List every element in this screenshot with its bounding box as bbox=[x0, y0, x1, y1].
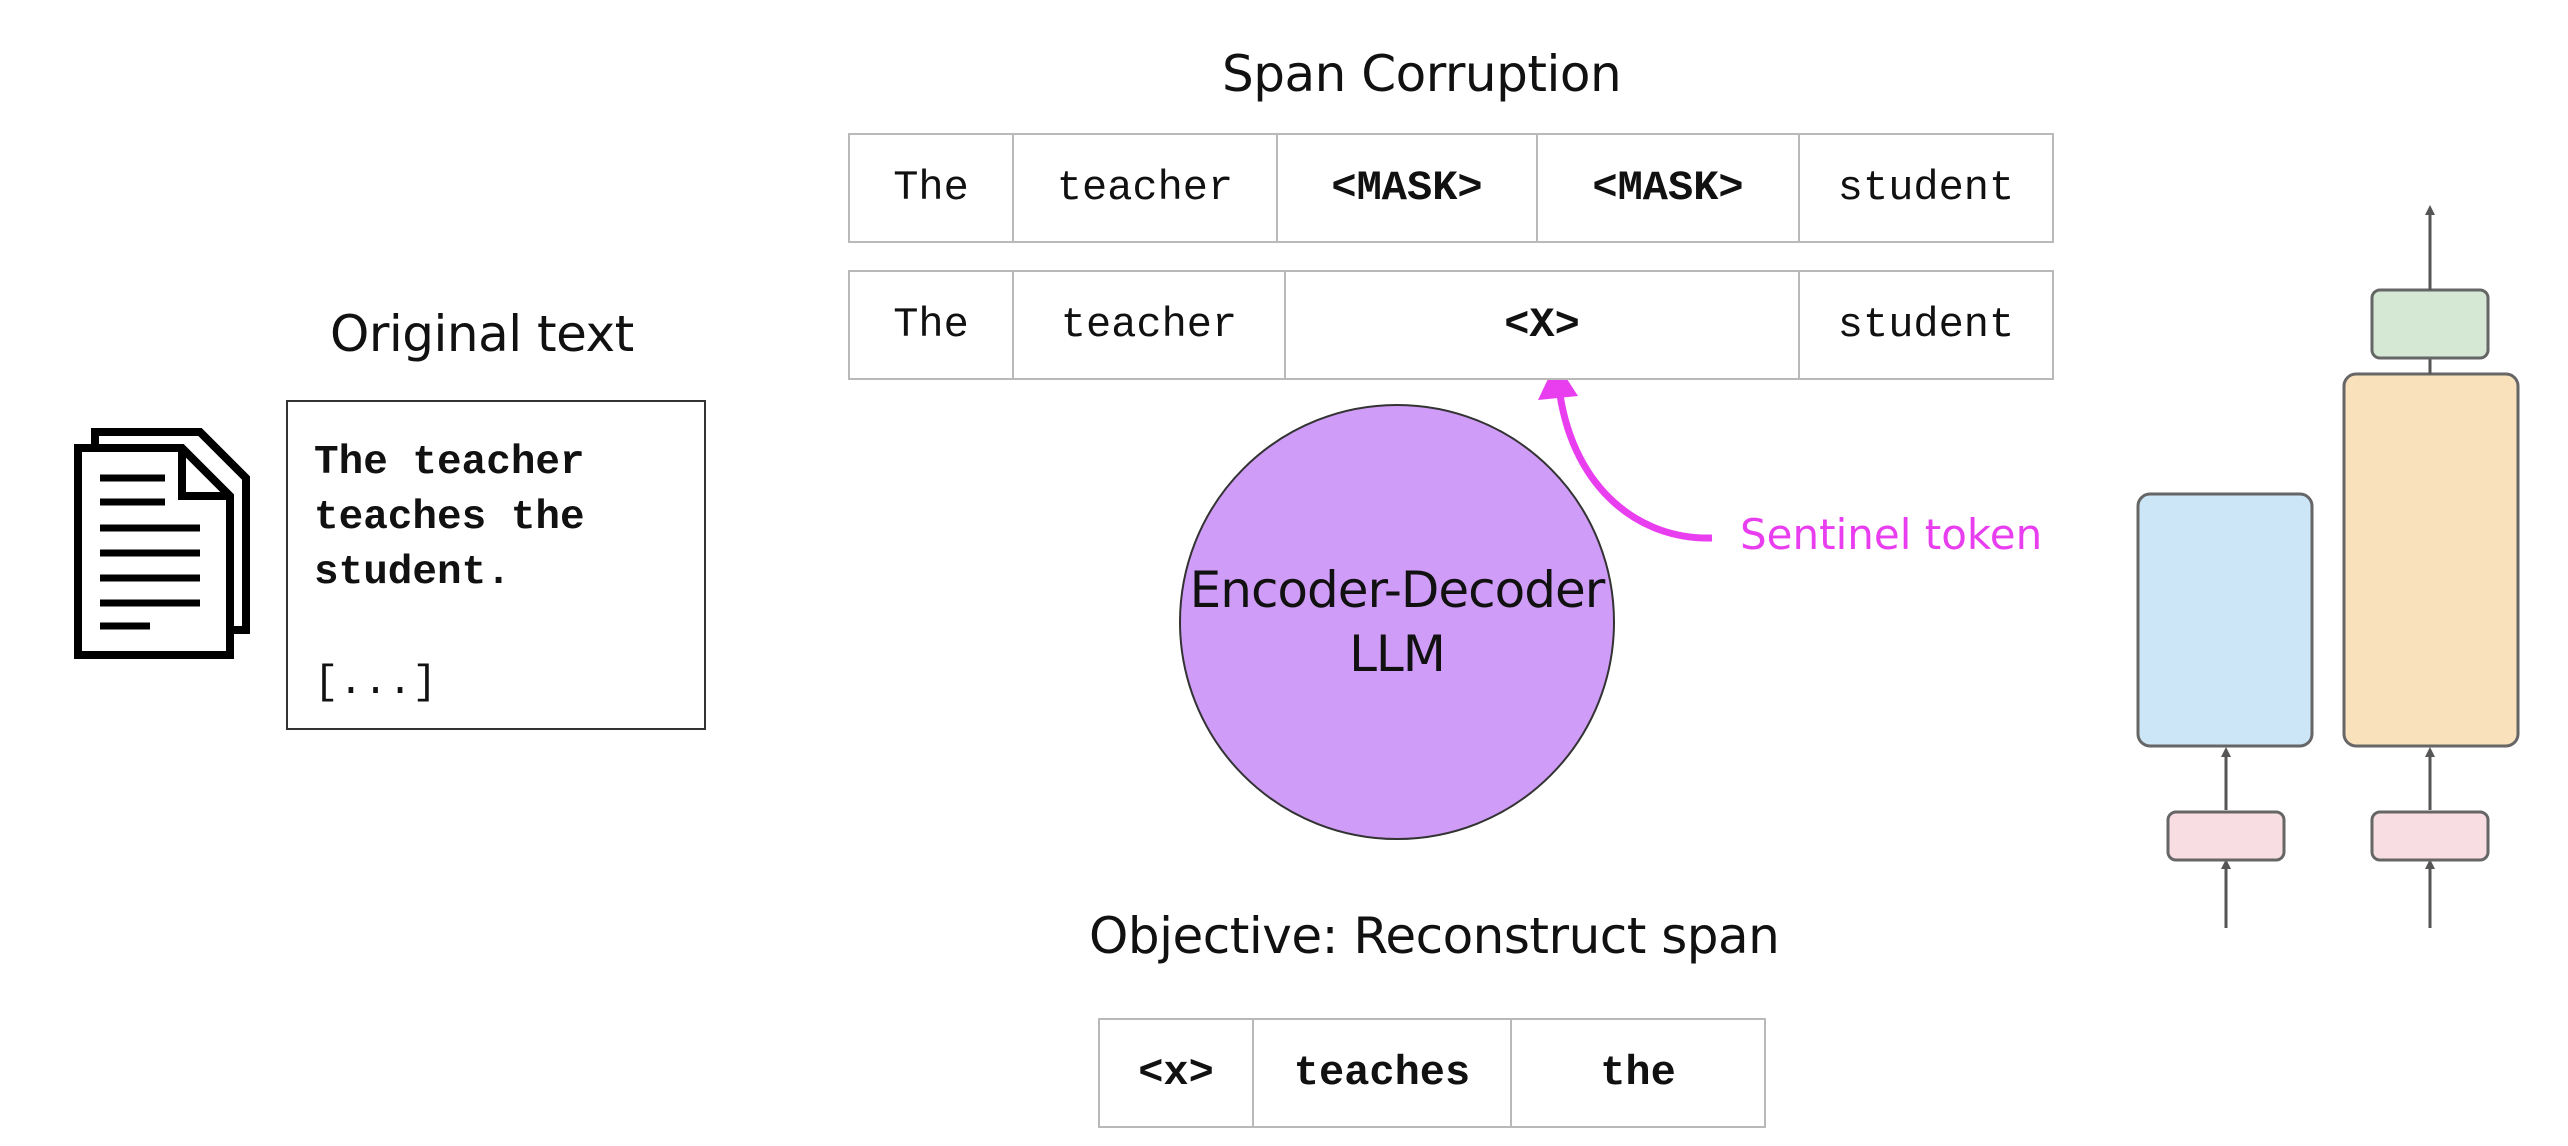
token-cell: The bbox=[850, 272, 1014, 378]
encoder-decoder-llm-circle: Encoder-Decoder LLM bbox=[1179, 404, 1615, 840]
span-corruption-heading: Span Corruption bbox=[1222, 45, 1622, 103]
original-text-ellipsis: [...] bbox=[314, 660, 438, 706]
original-text-line: The teacher bbox=[314, 440, 585, 486]
sentinel-token-label: Sentinel token bbox=[1740, 510, 2043, 559]
sentinel-token-row: The teacher <X> student bbox=[848, 270, 2054, 380]
original-text-box: The teacher teaches the student. [...] bbox=[286, 400, 706, 730]
masked-token-row: The teacher <MASK> <MASK> student bbox=[848, 133, 2054, 243]
documents-icon bbox=[74, 428, 250, 659]
objective-token-row: <x> teaches the bbox=[1098, 1018, 1766, 1128]
token-cell: teacher bbox=[1014, 135, 1278, 241]
token-cell: teaches bbox=[1254, 1020, 1512, 1126]
sentinel-token-cell: <x> bbox=[1100, 1020, 1254, 1126]
llm-label-line2: LLM bbox=[1349, 625, 1446, 683]
original-text-line: student. bbox=[314, 550, 511, 596]
mask-token-cell: <MASK> bbox=[1278, 135, 1538, 241]
original-text-line: teaches the bbox=[314, 495, 585, 541]
token-cell: The bbox=[850, 135, 1014, 241]
sentinel-token-cell: <X> bbox=[1286, 272, 1800, 378]
sentinel-arrow bbox=[1538, 362, 1713, 542]
llm-label-line1: Encoder-Decoder bbox=[1189, 561, 1606, 619]
token-cell: student bbox=[1837, 164, 2015, 212]
token-cell: teacher bbox=[1014, 272, 1286, 378]
original-text-heading: Original text bbox=[330, 305, 634, 363]
mask-token-cell: <MASK> bbox=[1538, 135, 1800, 241]
encoder-decoder-architecture-icon bbox=[2136, 205, 2520, 928]
token-cell: the bbox=[1600, 1049, 1676, 1097]
token-cell: student bbox=[1837, 301, 2015, 349]
objective-heading: Objective: Reconstruct span bbox=[1089, 907, 1780, 965]
